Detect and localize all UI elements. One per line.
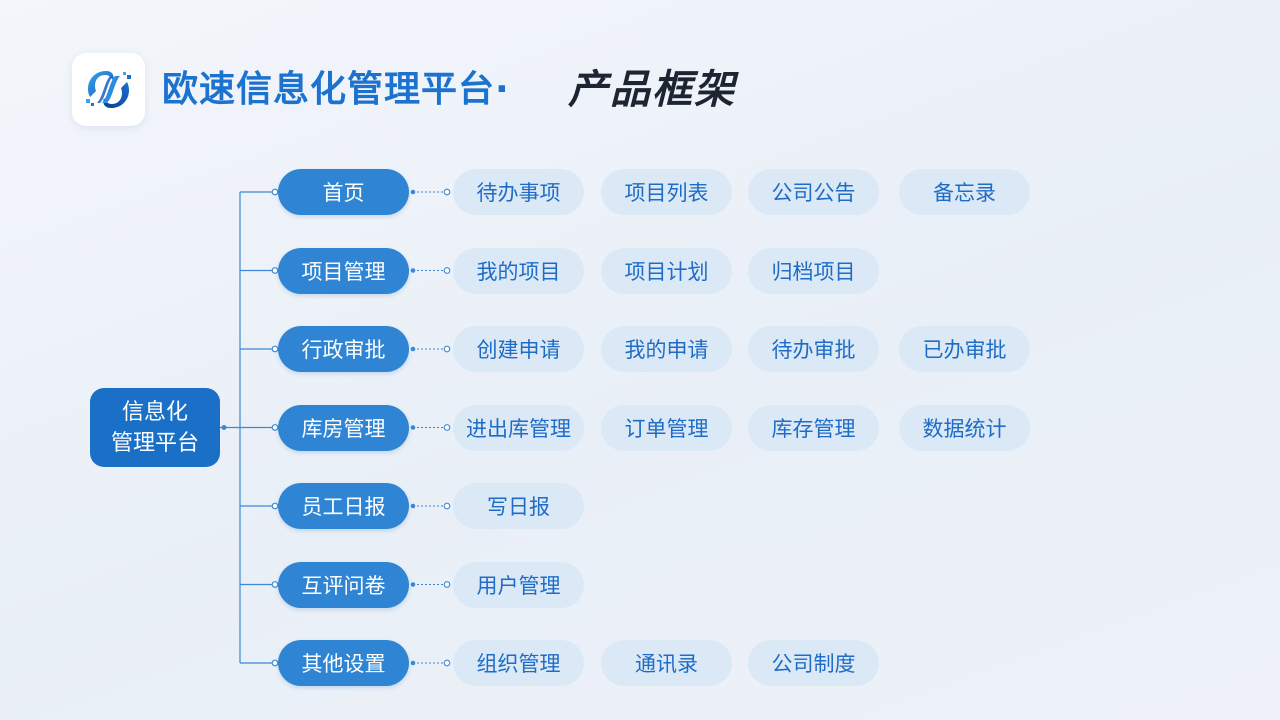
leaf-node[interactable]: 我的项目 [453,247,584,294]
leaf-node[interactable]: 进出库管理 [453,404,584,451]
root-label-line2: 管理平台 [110,430,199,456]
category-node[interactable]: 库房管理 [278,404,409,451]
leaf-node[interactable]: 待办事项 [453,169,584,215]
branch-connector-dot [271,659,279,667]
leaf-end-dot [443,188,451,196]
leaf-node[interactable]: 创建申请 [453,326,584,372]
branch-connector-dot [271,345,279,353]
leaf-node[interactable]: 已办审批 [899,326,1030,372]
branch-connector-dot [271,424,279,431]
leaf-node[interactable]: 备忘录 [899,169,1030,215]
app-logo [72,53,145,126]
leaf-node[interactable]: 项目列表 [601,169,732,215]
category-node[interactable]: 行政审批 [278,326,409,372]
leaf-start-dot [410,425,416,430]
leaf-node[interactable]: 用户管理 [453,561,584,608]
category-node[interactable]: 其他设置 [278,640,409,686]
leaf-node[interactable]: 项目计划 [601,247,732,294]
leaf-end-dot [443,267,451,274]
leaf-node[interactable]: 订单管理 [601,404,732,451]
platform-title: 欧速信息化管理平台 [162,69,496,110]
leaf-end-dot [443,581,451,588]
branch-connector-dot [271,188,279,196]
leaf-node[interactable]: 组织管理 [453,640,584,686]
page-title: 欧速信息化管理平台· [162,64,510,116]
branch-connector-dot [271,581,279,588]
leaf-node[interactable]: 归档项目 [748,247,879,294]
category-node[interactable]: 首页 [278,169,409,215]
leaf-end-dot [443,659,451,667]
leaf-node[interactable]: 写日报 [453,483,584,529]
leaf-node[interactable]: 我的申请 [601,326,732,372]
intertwined-s-logo-icon [86,71,131,108]
leaf-node[interactable]: 数据统计 [899,404,1030,451]
branch-connector-dot [271,267,279,274]
leaf-start-dot [410,189,416,195]
leaf-start-dot [410,346,416,352]
leaf-end-dot [443,502,451,510]
title-separator: · [495,69,510,110]
leaf-node[interactable]: 公司制度 [748,640,879,686]
leaf-node[interactable]: 公司公告 [748,169,879,215]
root-label-line1: 信息化 [121,399,188,425]
leaf-start-dot [410,582,416,587]
leaf-node[interactable]: 待办审批 [748,326,879,372]
root-connector-dot [221,425,227,430]
category-node[interactable]: 员工日报 [278,483,409,529]
leaf-start-dot [410,268,416,273]
leaf-end-dot [443,424,451,431]
category-node[interactable]: 项目管理 [278,247,409,294]
leaf-end-dot [443,345,451,353]
root-node[interactable]: 信息化 管理平台 [90,388,220,467]
leaf-node[interactable]: 库存管理 [748,404,879,451]
leaf-start-dot [410,503,416,509]
branch-connector-dot [271,502,279,510]
category-node[interactable]: 互评问卷 [278,561,409,608]
page-subtitle: 产品框架 [568,67,736,113]
leaf-node[interactable]: 通讯录 [601,640,732,686]
leaf-start-dot [410,660,416,666]
